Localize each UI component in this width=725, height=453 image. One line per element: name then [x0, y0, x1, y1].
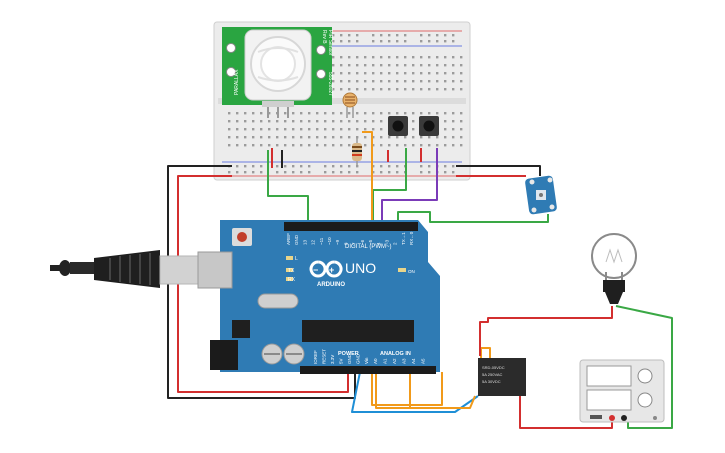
resistor: [352, 138, 362, 166]
pin-label: ~3: [384, 239, 389, 245]
wire-blue: [351, 371, 479, 413]
usb-cable: [50, 250, 199, 288]
wire-relay-orange: [375, 372, 476, 409]
photoresistor: [342, 92, 358, 118]
relay-line2: 5A 250VAC: [482, 372, 502, 377]
wire-ground-black: [167, 150, 356, 399]
pin-label: A3: [402, 358, 407, 364]
pin-label: GND: [294, 234, 299, 245]
pin-label: IOREF: [313, 350, 318, 364]
pir-label-right-2: Rev B: [321, 30, 327, 44]
arduino-brand: ARDUINO: [317, 282, 345, 288]
pin-label: ~9: [335, 239, 340, 245]
relay-line3: 5A 30VDC: [482, 379, 501, 384]
pin-label: GND: [356, 353, 361, 364]
analog-label: ANALOG IN: [380, 351, 411, 357]
pin-label: 4: [376, 242, 381, 245]
pin-label: 3.3V: [330, 355, 335, 364]
wires: [167, 131, 673, 429]
pir-sensor: PARALLAX PIR Sensor Rev B 555-28027: [222, 27, 333, 118]
pir-label-right-1: PIR Sensor: [327, 30, 333, 56]
on-label: ON: [408, 269, 415, 274]
analog-pin-labels: A0 A1 A2 A3 A4 A5: [373, 358, 426, 364]
pir-label-bottom: 555-28027: [327, 72, 333, 96]
wire-relay-supply-red: [519, 392, 613, 429]
pin-label: GND: [347, 353, 352, 364]
wire-button-purple: [381, 148, 438, 228]
pin-label: A0: [373, 358, 378, 364]
pin-label: 7: [352, 242, 357, 245]
tx-label: TX: [288, 268, 295, 274]
pin-label: ~11: [319, 237, 324, 245]
rx-label: RX: [288, 277, 296, 283]
pushbutton-2[interactable]: [419, 116, 439, 136]
arduino-model: UNO: [345, 260, 376, 276]
pin-label: A2: [392, 358, 397, 364]
relay: SRD-05VDC 5A 250VAC 5A 30VDC: [478, 358, 526, 396]
pin-label: RESET: [322, 349, 327, 364]
wire-sensor-green: [397, 211, 549, 228]
pin-label: TX→1: [401, 232, 406, 245]
pin-label: RX←0: [409, 231, 414, 245]
pin-label: 13: [302, 239, 307, 245]
power-supply: [579, 359, 665, 423]
wire-pir-green: [267, 150, 309, 228]
svg-text:+: +: [329, 265, 334, 275]
pin-label: 8: [343, 242, 348, 245]
digital-label: DIGITAL (PWM~): [345, 244, 392, 250]
arduino-logo-icon: − +: [309, 260, 343, 278]
pin-label: 2: [393, 242, 398, 245]
pin-label: 12: [311, 239, 316, 245]
pin-label: AREF: [286, 233, 291, 245]
arduino-uno: − + UNO ARDUINO DIGITAL (PWM~) POWER ANA…: [197, 220, 440, 374]
light-bulb: [591, 233, 637, 304]
relay-line1: SRD-05VDC: [482, 365, 505, 370]
svg-text:−: −: [313, 265, 318, 275]
pin-label: ~6: [360, 239, 365, 245]
pin-label: 5V: [339, 358, 344, 364]
pir-label-left: PARALLAX: [234, 69, 240, 95]
pin-label: ~10: [327, 237, 332, 245]
pin-label: A5: [421, 358, 426, 364]
sensor-module: [525, 175, 557, 215]
pushbutton-1[interactable]: [388, 116, 408, 136]
pin-label: A1: [383, 358, 388, 364]
power-label: POWER: [338, 351, 359, 357]
pin-label: A4: [411, 358, 416, 364]
wire-bulb-supply-green: [615, 305, 673, 429]
wire-relay-bulb-red: [479, 306, 613, 356]
l-label: L: [295, 256, 298, 262]
pin-label: ~5: [368, 239, 373, 245]
pin-label: Vin: [364, 357, 369, 364]
wire-5v-red: [177, 175, 349, 393]
